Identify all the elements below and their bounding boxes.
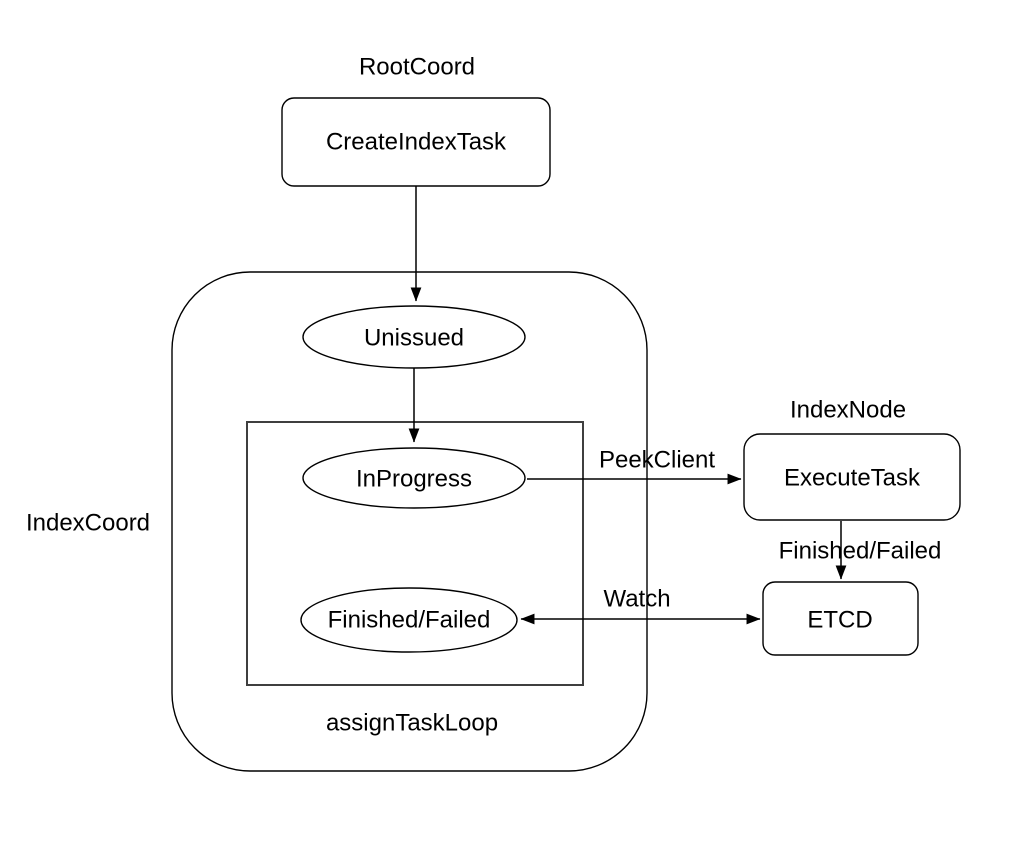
peek-client-edge-label: PeekClient xyxy=(599,447,715,474)
execute-task-label: ExecuteTask xyxy=(784,465,921,492)
index-node-label: IndexNode xyxy=(790,397,906,424)
watch-edge-label: Watch xyxy=(603,586,670,613)
assign-task-loop-label: assignTaskLoop xyxy=(326,710,498,737)
in-progress-label: InProgress xyxy=(356,466,472,493)
root-coord-label: RootCoord xyxy=(359,54,475,81)
etcd-label: ETCD xyxy=(807,607,872,634)
in-progress-node: InProgress xyxy=(302,447,526,509)
execute-task-box xyxy=(743,433,961,521)
etcd-node: ETCD xyxy=(762,581,919,656)
assign-task-loop-container xyxy=(246,421,584,686)
finished-failed-edge-label: Finished/Failed xyxy=(779,538,942,565)
index-coord-label: IndexCoord xyxy=(26,510,150,537)
unissued-label: Unissued xyxy=(364,325,464,352)
unissued-ellipse xyxy=(302,305,526,369)
create-index-task-node: CreateIndexTask xyxy=(281,97,551,187)
finished-failed-label: Finished/Failed xyxy=(328,607,491,634)
index-coord-container xyxy=(171,271,648,772)
execute-task-node: ExecuteTask xyxy=(743,433,961,521)
create-index-task-label: CreateIndexTask xyxy=(326,129,507,156)
in-progress-ellipse xyxy=(302,447,526,509)
finished-failed-node: Finished/Failed xyxy=(300,587,518,653)
unissued-node: Unissued xyxy=(302,305,526,369)
finished-failed-ellipse xyxy=(300,587,518,653)
etcd-box xyxy=(762,581,919,656)
create-index-task-box xyxy=(281,97,551,187)
